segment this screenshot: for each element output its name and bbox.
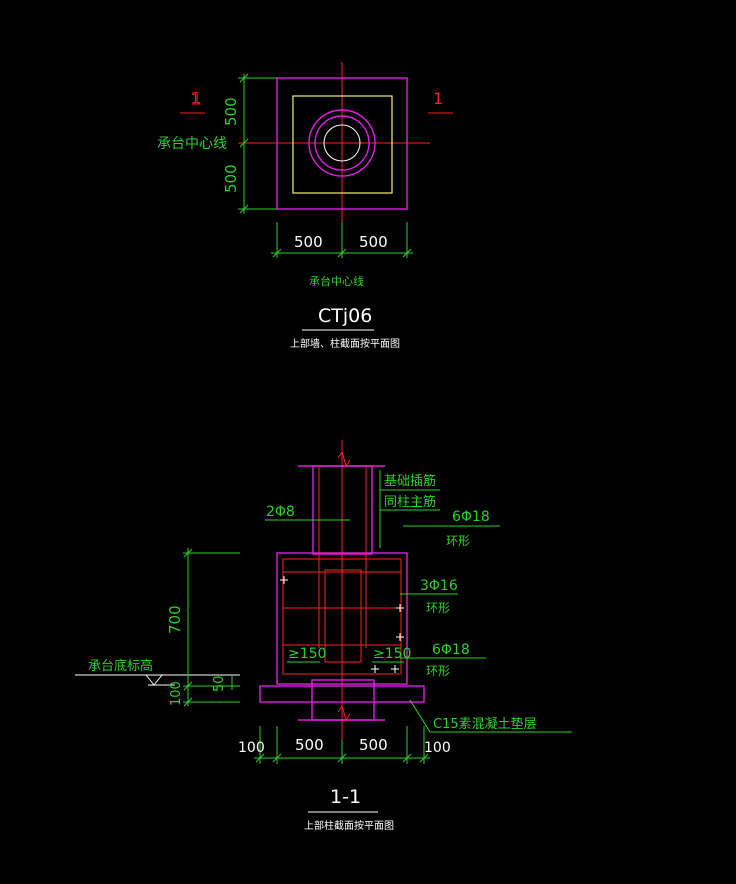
label-mid-ring-shape: 环形 — [426, 601, 450, 615]
plan-column-outline — [292, 95, 393, 194]
plan-title: CTj06 — [318, 305, 372, 327]
section-column-break-symbol — [337, 450, 351, 468]
plan-section-mark-left: 1 — [191, 89, 201, 108]
rebar-cross-4 — [371, 665, 379, 673]
section-rebar-crosses — [280, 576, 404, 673]
label-150-right: ≥150 — [373, 646, 411, 662]
plan-dim-h-left: 500 — [294, 233, 323, 251]
dim-h-tick-3 — [337, 753, 347, 763]
dim-h-tick-1 — [255, 753, 265, 763]
plan-pile-outer-circle — [308, 109, 376, 177]
label-dowel-2: 同柱主筋 — [384, 494, 436, 510]
plan-pile-inner-circle — [323, 124, 361, 162]
plan-section-mark-right: 1 — [433, 89, 443, 108]
leader-cushion — [409, 699, 431, 733]
dim-50: 50 — [212, 675, 227, 692]
section-cushion — [259, 685, 425, 703]
plan-centerline-label-left: 承台中心线 — [157, 136, 227, 152]
plan-view: 500 500 500 500 1 1 承台中心线 承台中心线 CTj06 上部… — [157, 62, 453, 350]
plan-dim-tick-mid — [239, 138, 249, 148]
plan-dim-tick-bottom — [239, 204, 249, 214]
rebar-cross-5 — [391, 665, 399, 673]
plan-subtitle: 上部墙、柱截面按平面图 — [290, 337, 400, 350]
label-dowel-1: 基础插筋 — [384, 473, 436, 489]
dim-h-tick-4 — [402, 753, 412, 763]
label-150-left: ≥150 — [288, 646, 326, 662]
plan-dim-tick-top — [239, 73, 249, 83]
rebar-cross-2 — [396, 604, 404, 612]
label-elevation: 承台底标高 — [88, 658, 153, 674]
dim-100: 100 — [169, 681, 184, 706]
label-stirrup: 2Φ8 — [266, 504, 295, 520]
dim-h-tick-5 — [419, 753, 429, 763]
plan-dim-v-bottom: 500 — [222, 164, 240, 193]
dim-h-tick-2 — [272, 753, 282, 763]
dim-v-tick-bot — [183, 697, 193, 707]
label-bot-ring-shape: 环形 — [426, 664, 450, 678]
label-mid-ring: 3Φ16 — [420, 578, 458, 594]
dim-b-500-left: 500 — [295, 736, 324, 754]
dim-v-tick-mid — [183, 681, 193, 691]
label-cushion: C15素混凝土垫层 — [433, 716, 537, 732]
section-view: 基础插筋 同柱主筋 2Φ8 6Φ18 环形 3Φ16 环形 6Φ18 环形 ≥1… — [75, 440, 572, 832]
plan-pile-middle-circle — [314, 115, 370, 171]
section-subtitle: 上部柱截面按平面图 — [304, 819, 394, 832]
section-cap-rebar-cage — [282, 558, 402, 675]
plan-dim-htick-right — [402, 248, 412, 258]
label-top-ring: 6Φ18 — [452, 509, 490, 525]
dim-700: 700 — [166, 605, 184, 634]
plan-centerline-label-bottom: 承台中心线 — [309, 274, 364, 288]
plan-dim-h-right: 500 — [359, 233, 388, 251]
dim-v-tick-top — [183, 548, 193, 558]
plan-cap-outline — [276, 77, 408, 210]
dim-b-500-right: 500 — [359, 736, 388, 754]
dim-b-100-right: 100 — [424, 740, 451, 756]
section-cap — [276, 552, 408, 685]
plan-dim-htick-mid — [337, 248, 347, 258]
dim-b-100-left: 100 — [238, 740, 265, 756]
elevation-triangle — [145, 674, 163, 686]
plan-dim-htick-left — [272, 248, 282, 258]
section-title: 1-1 — [330, 786, 361, 808]
plan-dim-v-top: 500 — [222, 97, 240, 126]
label-top-ring-shape: 环形 — [446, 534, 470, 548]
label-bot-ring: 6Φ18 — [432, 642, 470, 658]
section-ring-stirrup — [324, 569, 362, 663]
rebar-cross-1 — [280, 576, 288, 584]
section-pile-break-symbol — [337, 704, 351, 722]
rebar-cross-3 — [396, 633, 404, 641]
